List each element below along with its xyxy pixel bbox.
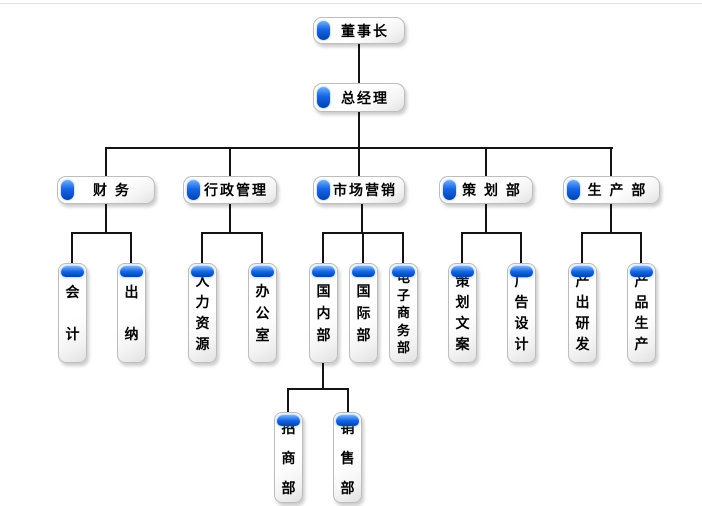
node-label: 会计: [65, 284, 80, 342]
node-label: 产出研发: [575, 273, 590, 352]
connector-drop-marketing: [358, 147, 360, 176]
node-investment-dept: 招商部: [274, 412, 303, 503]
connector-executive-stem: [358, 112, 360, 148]
node-accounting: 会计: [58, 263, 87, 363]
connector-drop-copywriting: [461, 232, 463, 263]
connector-drop-addesign: [520, 232, 522, 263]
node-label: 总经理: [341, 89, 389, 106]
connector-drop-hr: [201, 232, 203, 263]
node-label: 人力资源: [195, 273, 210, 352]
node-ad-design: 广告设计: [507, 263, 536, 363]
node-dept-planning: 策 划 部: [439, 176, 533, 204]
node-product-rnd: 产出研发: [568, 263, 597, 363]
node-international-dept: 国际部: [349, 263, 378, 363]
accent-bar: [443, 180, 456, 200]
node-dept-finance: 财 务: [57, 176, 155, 204]
connector-drop-investment: [287, 388, 289, 412]
connector-drop-ecommerce: [402, 232, 404, 263]
connector-admin-stem: [229, 204, 231, 233]
accent-bar: [510, 266, 533, 277]
connector-marketing-stem: [361, 204, 363, 233]
connector-drop-accounting: [71, 232, 73, 263]
node-label: 董事长: [341, 22, 389, 39]
connector-domestic-stem: [322, 363, 324, 389]
connector-drop-admin: [229, 147, 231, 176]
connector-admin-bar: [201, 232, 263, 234]
node-label: 策 划 部: [462, 182, 522, 198]
node-cashier: 出纳: [117, 263, 146, 363]
accent-bar: [61, 266, 84, 277]
accent-bar: [317, 180, 330, 200]
node-dept-marketing: 市场营销: [313, 176, 405, 204]
node-label: 财 务: [93, 182, 131, 198]
connector-planning-stem: [485, 204, 487, 233]
node-ecommerce-dept: 电子商务部: [389, 263, 418, 363]
accent-bar: [317, 87, 330, 108]
connector-drop-finance: [105, 147, 107, 176]
connector-drop-cashier: [130, 232, 132, 263]
node-dept-admin-management: 行政管理: [183, 176, 277, 204]
connector-drop-office: [261, 232, 263, 263]
connector-finance-stem: [105, 204, 107, 233]
top-border-line: [0, 3, 702, 4]
node-chairman: 董事长: [313, 17, 405, 44]
accent-bar: [630, 266, 653, 277]
node-label: 广告设计: [514, 273, 529, 352]
connector-drop-domestic: [322, 232, 324, 263]
node-dept-production: 生 产 部: [563, 176, 660, 204]
node-label: 产品生产: [634, 273, 649, 352]
connector-drop-production: [610, 147, 612, 176]
node-planning-copy: 策划文案: [448, 263, 477, 363]
accent-bar: [571, 266, 594, 277]
node-label: 生 产 部: [587, 182, 648, 198]
node-label: 行政管理: [204, 182, 268, 198]
connector-domestic-bar: [287, 388, 349, 390]
accent-bar: [451, 266, 474, 277]
accent-bar: [120, 266, 143, 277]
accent-bar: [191, 266, 214, 277]
node-human-resources: 人力资源: [188, 263, 217, 363]
node-domestic-dept: 国内部: [309, 263, 338, 363]
accent-bar: [352, 266, 375, 277]
node-general-manager: 总经理: [313, 83, 405, 112]
node-label: 销售部: [340, 419, 355, 496]
connector-planning-bar: [461, 232, 522, 234]
accent-bar: [312, 266, 335, 277]
node-office: 办公室: [248, 263, 277, 363]
accent-bar: [187, 180, 200, 200]
node-label: 电子商务部: [396, 270, 410, 356]
accent-bar: [251, 266, 274, 277]
node-sales-dept: 销售部: [333, 412, 362, 503]
accent-bar: [336, 415, 359, 426]
node-label: 市场营销: [333, 182, 397, 198]
connector-root-executive: [358, 44, 360, 83]
node-label: 招商部: [281, 419, 296, 496]
connector-drop-international: [362, 232, 364, 263]
connector-production-bar: [581, 232, 642, 234]
accent-bar: [317, 21, 330, 40]
accent-bar: [277, 415, 300, 426]
node-label: 国内部: [316, 283, 331, 343]
node-label: 策划文案: [455, 273, 470, 352]
node-label: 出纳: [124, 284, 139, 342]
connector-drop-sales: [347, 388, 349, 412]
connector-finance-bar: [71, 232, 132, 234]
node-product-manufacturing: 产品生产: [627, 263, 656, 363]
connector-drop-planning: [485, 147, 487, 176]
connector-production-stem: [610, 204, 612, 233]
accent-bar: [392, 266, 415, 277]
connector-drop-manufacturing: [640, 232, 642, 263]
node-label: 办公室: [255, 283, 270, 343]
node-label: 国际部: [356, 283, 371, 343]
connector-drop-rnd: [581, 232, 583, 263]
accent-bar: [61, 180, 74, 200]
accent-bar: [567, 180, 580, 200]
